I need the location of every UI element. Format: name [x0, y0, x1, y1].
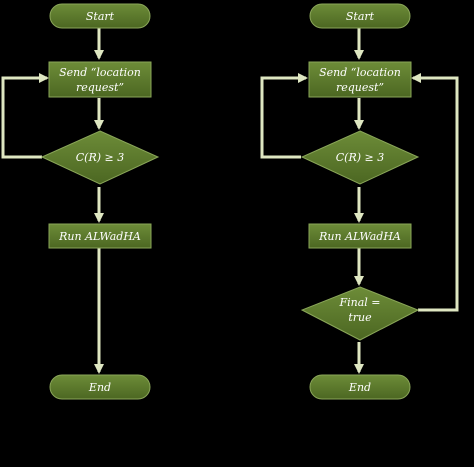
send-request-box	[308, 61, 412, 98]
start-label: Start	[86, 10, 115, 23]
run-alwadha-box	[308, 223, 412, 249]
right-flowchart: Start Send “location request” C(R) ≥ 3 R…	[260, 3, 459, 400]
condition-label: C(R) ≥ 3	[76, 151, 125, 164]
run-alwadha-label: Run ALWadHA	[58, 230, 141, 243]
start-label: Start	[346, 10, 375, 23]
send-request-label-line1: Send “location	[319, 66, 401, 79]
final-label-line2: true	[348, 311, 372, 324]
condition-label: C(R) ≥ 3	[336, 151, 385, 164]
final-diamond	[300, 286, 420, 341]
arrow-condition-loop-back	[1, 73, 49, 159]
run-alwadha-label: Run ALWadHA	[318, 230, 401, 243]
start-terminal	[49, 3, 151, 29]
left-flowchart: Start Send “location request” C(R) ≥ 3 R…	[1, 3, 160, 400]
run-alwadha-box	[48, 223, 152, 249]
send-request-label-line2: request”	[336, 81, 384, 94]
end-label: End	[348, 381, 371, 394]
arrow-final-loop-back	[411, 73, 459, 312]
start-terminal	[309, 3, 411, 29]
condition-diamond	[40, 130, 160, 185]
condition-diamond	[300, 130, 420, 185]
send-request-box	[48, 61, 152, 98]
end-terminal	[49, 374, 151, 400]
send-request-label-line1: Send “location	[59, 66, 141, 79]
end-terminal	[309, 374, 411, 400]
end-label: End	[88, 381, 111, 394]
send-request-label-line2: request”	[76, 81, 124, 94]
final-label-line1: Final =	[338, 296, 380, 309]
arrow-condition-loop-back	[260, 73, 308, 159]
